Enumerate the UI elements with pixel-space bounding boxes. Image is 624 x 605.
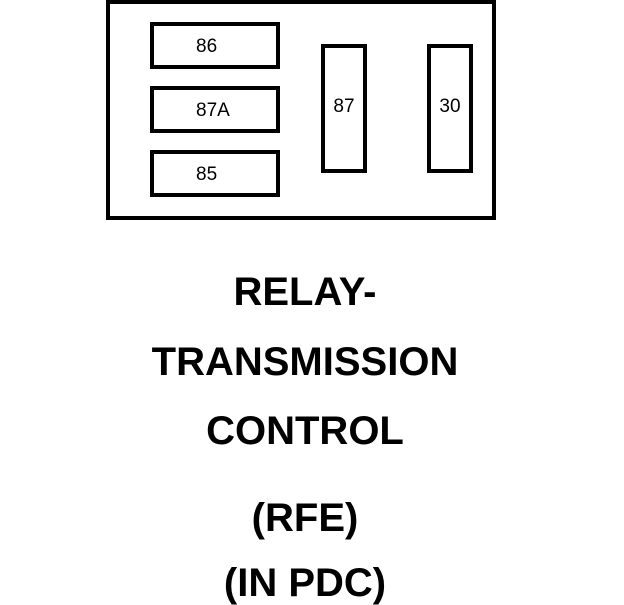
pin-87-terminal: 87 bbox=[321, 44, 367, 173]
pin-30-terminal: 30 bbox=[427, 44, 473, 173]
pin-87-label: 87 bbox=[333, 96, 355, 117]
caption-line-control: CONTROL bbox=[206, 409, 404, 453]
caption-line-rfe: (RFE) bbox=[251, 496, 359, 540]
pin-85-label: 85 bbox=[196, 164, 218, 185]
pin-86-label: 86 bbox=[196, 36, 218, 57]
relay-diagram: 86 87A 85 87 30 bbox=[106, 0, 496, 220]
caption-line-transmission: TRANSMISSION bbox=[151, 340, 459, 384]
caption-line-in-pdc: (IN PDC) bbox=[223, 561, 387, 605]
pin-86-terminal: 86 bbox=[150, 22, 280, 69]
pin-30-label: 30 bbox=[439, 96, 461, 117]
pin-85-terminal: 85 bbox=[150, 150, 280, 197]
pin-87a-label: 87A bbox=[196, 100, 230, 121]
pin-87a-terminal: 87A bbox=[150, 86, 280, 133]
caption-line-relay: RELAY- bbox=[233, 270, 377, 314]
